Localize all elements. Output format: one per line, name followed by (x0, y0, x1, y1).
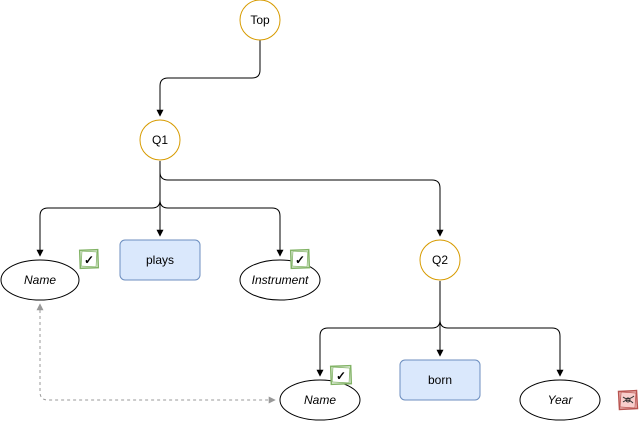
node-top-label: Top (250, 13, 270, 27)
node-top[interactable]: Top (239, 0, 281, 41)
edge-q2-year (439, 319, 564, 377)
check-icon: ✓ (336, 369, 346, 383)
node-born[interactable]: born (399, 359, 481, 401)
node-q2-label: Q2 (432, 253, 448, 267)
error-badge-year (617, 389, 639, 411)
node-q1-label: Q1 (152, 133, 168, 147)
node-plays-label: plays (146, 253, 174, 267)
edges (36, 40, 564, 377)
edge-q1-instrument (159, 199, 284, 257)
check-icon: ✓ (295, 253, 305, 267)
edge-top-q1 (156, 40, 261, 117)
node-year[interactable]: Year (519, 379, 601, 421)
dashed-link-name-name (36, 303, 276, 404)
node-plays[interactable]: plays (119, 239, 201, 281)
check-badge-name-1: ✓ (78, 248, 100, 270)
node-name-2[interactable]: Name (279, 379, 361, 421)
cross-icon (622, 395, 635, 404)
node-q1[interactable]: Q1 (139, 119, 181, 161)
check-icon: ✓ (84, 253, 94, 267)
check-badge-name-2: ✓ (329, 364, 353, 386)
node-born-label: born (428, 373, 452, 387)
node-q2[interactable]: Q2 (419, 239, 461, 281)
node-name-2-label: Name (304, 393, 336, 407)
node-instrument-label: Instrument (252, 273, 309, 287)
node-year-label: Year (548, 393, 574, 407)
edge-q1-q2 (159, 161, 444, 237)
node-instrument[interactable]: Instrument (239, 259, 321, 301)
check-badge-instrument: ✓ (289, 248, 311, 270)
node-name-1-label: Name (24, 273, 56, 287)
node-name-1[interactable]: Name (0, 259, 80, 301)
